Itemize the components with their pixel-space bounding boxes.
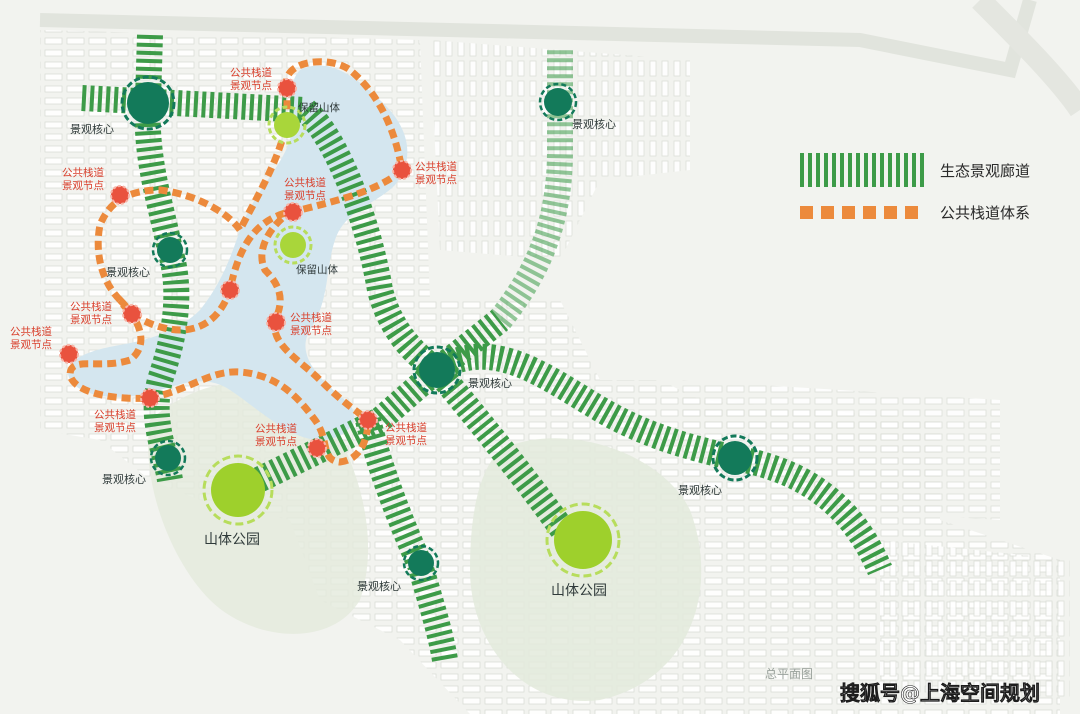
legend: 生态景观廊道 公共栈道体系 (800, 153, 1030, 222)
walkway-node-label-line2: 景观节点 (70, 314, 112, 326)
walkway-node[interactable] (307, 438, 327, 458)
landscape-core-center[interactable] (419, 352, 455, 388)
walkway-node-label-line1: 公共栈道 (70, 300, 112, 313)
retained-hill-north[interactable] (274, 112, 300, 138)
walkway-node[interactable] (59, 344, 79, 364)
plan-caption: 总平面图 (765, 667, 813, 681)
walkway-node-label-line2: 景观节点 (290, 325, 332, 337)
walkway-node[interactable] (220, 280, 240, 300)
residential-plots-southeast (880, 540, 1070, 700)
walkway-loop-south (66, 297, 372, 466)
core-ring (120, 75, 176, 131)
walkway-node-label-line1: 公共栈道 (415, 160, 457, 173)
landscape-core-west[interactable] (157, 237, 183, 263)
legend-corridor-label: 生态景观廊道 (940, 162, 1030, 180)
landscape-core-southwest[interactable] (155, 445, 181, 471)
mountain-park-label: 山体公园 (551, 583, 607, 599)
retained-hill-label: 保留山体 (296, 263, 338, 276)
mountain-park-ring (202, 454, 274, 526)
core-label: 景观核心 (106, 265, 150, 279)
legend-walkway-swatch (800, 206, 918, 219)
corridor-south (355, 416, 458, 663)
corridor-east (430, 343, 892, 576)
walkway-node[interactable] (283, 202, 303, 222)
core-label: 景观核心 (468, 376, 512, 390)
landscape-core-northwest[interactable] (127, 82, 169, 124)
corridor-north-east (489, 48, 573, 329)
landscape-core-east[interactable] (718, 441, 752, 475)
landscape-core-south[interactable] (408, 550, 434, 576)
core-ring (412, 345, 462, 395)
mountain-park-label: 山体公园 (204, 532, 260, 548)
walkway-loop-north (94, 58, 406, 334)
core-label: 景观核心 (357, 579, 401, 593)
core-ring (151, 231, 189, 269)
walkway-node[interactable] (266, 312, 286, 332)
walkway-node-label-line1: 公共栈道 (230, 66, 272, 79)
highway (972, 0, 1080, 117)
retained-hill-ring (267, 105, 307, 145)
walkway-node-label-line1: 公共栈道 (284, 176, 326, 189)
mountain-parks (202, 454, 621, 578)
walkway-node[interactable] (392, 160, 412, 180)
core-label: 景观核心 (678, 483, 722, 497)
core-ring (711, 434, 759, 482)
walkway-node[interactable] (358, 410, 378, 430)
legend-walkway-label: 公共栈道体系 (940, 204, 1030, 222)
walkway-nodes (59, 78, 412, 458)
mountain-park-ring (545, 502, 621, 578)
mountain-park-south[interactable] (554, 511, 612, 569)
landscape-core-north[interactable] (544, 88, 572, 116)
core-ring (149, 439, 187, 477)
walkway-node-label-line1: 公共栈道 (290, 311, 332, 324)
walkway-node[interactable] (110, 185, 130, 205)
walkway-node-label-line1: 公共栈道 (10, 325, 52, 338)
retained-hill-center[interactable] (280, 232, 306, 258)
core-ring (538, 82, 578, 122)
walkway-node-label-line2: 景观节点 (62, 180, 104, 192)
retained-hill-ring (273, 225, 313, 265)
retained-hills (267, 105, 313, 265)
landscape-cores (120, 75, 759, 582)
walkway-node-label-line1: 公共栈道 (62, 166, 104, 179)
walkway-node[interactable] (122, 304, 142, 324)
walkway-node-labels: 公共栈道 景观节点 公共栈道 景观节点 公共栈道 景观节点 公共栈道 景观节点 … (10, 66, 457, 448)
core-ring (402, 544, 440, 582)
mountain-park-west[interactable] (211, 463, 265, 517)
walkway-node-label-line2: 景观节点 (230, 80, 272, 92)
residential-plots-east (680, 380, 1000, 520)
watermark: 搜狐号@上海空间规划 (840, 681, 1040, 705)
walkway-node-label-line2: 景观节点 (415, 174, 457, 186)
retained-hill-label: 保留山体 (298, 101, 340, 114)
walkway-node-label-line2: 景观节点 (385, 435, 427, 447)
walkway-node-label-line1: 公共栈道 (94, 408, 136, 421)
core-label: 景观核心 (102, 472, 146, 486)
legend-corridor-swatch (800, 153, 924, 187)
corridor-west-spine (134, 34, 190, 483)
walkway-node-label-line1: 公共栈道 (255, 422, 297, 435)
ecological-corridors (81, 34, 892, 663)
walkway-node[interactable] (140, 388, 160, 408)
core-label: 景观核心 (572, 117, 616, 131)
walkway-node-label-line2: 景观节点 (94, 422, 136, 434)
walkway-node-label-line2: 景观节点 (255, 436, 297, 448)
corridor-north-to-south-park (81, 85, 581, 548)
walkway-node[interactable] (277, 78, 297, 98)
walkway-node-label-line1: 公共栈道 (385, 421, 427, 434)
core-label: 景观核心 (70, 122, 114, 136)
walkway-node-label-line2: 景观节点 (10, 339, 52, 351)
walkway-node-label-line2: 景观节点 (284, 190, 326, 202)
